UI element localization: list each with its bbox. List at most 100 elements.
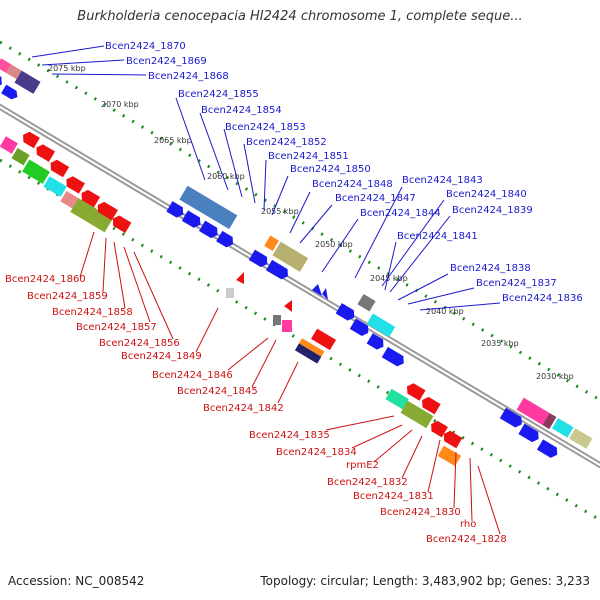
gene-label[interactable]: Bcen2424_1832 bbox=[327, 477, 408, 488]
gene-block[interactable] bbox=[11, 147, 30, 166]
gene-block[interactable] bbox=[60, 190, 79, 209]
gene-label[interactable]: Bcen2424_1849 bbox=[121, 351, 202, 362]
gene-label[interactable]: Bcen2424_1841 bbox=[397, 231, 478, 242]
gene-block[interactable] bbox=[0, 58, 12, 74]
gene-label[interactable]: Bcen2424_1830 bbox=[380, 507, 461, 518]
gene-block[interactable] bbox=[357, 293, 376, 312]
gene-arrow[interactable] bbox=[349, 318, 372, 339]
gene-label[interactable]: Bcen2424_1845 bbox=[177, 386, 258, 397]
gene-label[interactable]: Bcen2424_1844 bbox=[360, 208, 441, 219]
gene-block[interactable] bbox=[70, 198, 113, 233]
genome-summary-text: Topology: circular; Length: 3,483,902 bp… bbox=[260, 574, 590, 588]
gene-label[interactable]: Bcen2424_1851 bbox=[268, 151, 349, 162]
gene-block[interactable] bbox=[0, 136, 18, 154]
gene-label[interactable]: Bcen2424_1870 bbox=[105, 41, 186, 52]
gene-arrow[interactable] bbox=[312, 284, 322, 296]
gene-label[interactable]: Bcen2424_1835 bbox=[249, 430, 330, 441]
gene-arrow[interactable] bbox=[381, 346, 407, 369]
gene-block[interactable] bbox=[542, 412, 557, 430]
gene-arrow[interactable] bbox=[48, 158, 70, 178]
gene-arrow[interactable] bbox=[441, 429, 463, 449]
gene-label[interactable]: Bcen2424_1840 bbox=[446, 189, 527, 200]
gene-block[interactable] bbox=[272, 241, 309, 272]
gene-arrow[interactable] bbox=[404, 381, 426, 401]
gene-block[interactable] bbox=[551, 418, 574, 438]
gene-arrow[interactable] bbox=[284, 300, 292, 312]
gene-arrow[interactable] bbox=[335, 303, 358, 323]
gene-block[interactable] bbox=[400, 400, 434, 429]
gene-arrow[interactable] bbox=[20, 130, 40, 149]
gene-arrow[interactable] bbox=[322, 288, 328, 300]
gene-label[interactable]: Bcen2424_1859 bbox=[27, 291, 108, 302]
gene-label[interactable]: Bcen2424_1839 bbox=[452, 205, 533, 216]
map-title: Burkholderia cenocepacia HI2424 chromoso… bbox=[77, 9, 523, 24]
gene-arrow[interactable] bbox=[1, 84, 20, 102]
gene-arrow[interactable] bbox=[33, 142, 56, 162]
gene-arrow[interactable] bbox=[95, 200, 118, 221]
gene-arrow[interactable] bbox=[419, 395, 441, 415]
gene-block[interactable] bbox=[299, 338, 325, 357]
scale-labels: 2075 kbp 2070 kbp 2065 kbp 2060 kbp 2055… bbox=[48, 64, 574, 381]
gene-label[interactable]: Bcen2424_1834 bbox=[276, 447, 357, 458]
gene-arrow[interactable] bbox=[63, 174, 85, 194]
gene-block[interactable] bbox=[6, 64, 22, 80]
gene-label[interactable]: Bcen2424_1846 bbox=[152, 370, 233, 381]
gene-arrow[interactable] bbox=[199, 220, 221, 241]
gene-label[interactable]: Bcen2424_1860 bbox=[5, 274, 86, 285]
gene-block[interactable] bbox=[385, 388, 409, 410]
gene-arrow[interactable] bbox=[166, 201, 186, 220]
gene-label[interactable]: Bcen2424_1838 bbox=[450, 263, 531, 274]
gene-label[interactable]: Bcen2424_1853 bbox=[225, 122, 306, 133]
gene-label[interactable]: Bcen2424_1831 bbox=[353, 491, 434, 502]
gene-arrow[interactable] bbox=[248, 249, 271, 270]
gene-block[interactable] bbox=[226, 288, 234, 298]
gene-arrow[interactable] bbox=[181, 210, 204, 230]
gene-block[interactable] bbox=[366, 313, 396, 338]
gene-arrow[interactable] bbox=[499, 407, 525, 430]
gene-label[interactable]: Bcen2424_1852 bbox=[246, 137, 327, 148]
gene-block[interactable] bbox=[569, 428, 593, 449]
gene-arrow[interactable] bbox=[216, 230, 236, 250]
gene-label[interactable]: Bcen2424_1856 bbox=[99, 338, 180, 349]
gene-label[interactable]: Bcen2424_1836 bbox=[502, 293, 583, 304]
gene-arrow[interactable] bbox=[428, 419, 448, 438]
gene-label[interactable]: Bcen2424_1857 bbox=[76, 322, 157, 333]
gene-label[interactable]: Bcen2424_1850 bbox=[290, 164, 371, 175]
gene-label[interactable]: Bcen2424_1858 bbox=[52, 307, 133, 318]
scale-label: 2040 kbp bbox=[426, 307, 464, 316]
gene-block[interactable] bbox=[43, 176, 67, 197]
gene-label[interactable]: Bcen2424_1837 bbox=[476, 278, 557, 289]
gene-block[interactable] bbox=[294, 343, 322, 364]
gene-label[interactable]: Bcen2424_1868 bbox=[148, 71, 229, 82]
gene-arrow[interactable] bbox=[536, 439, 560, 460]
gene-arrow[interactable] bbox=[110, 213, 132, 233]
gene-label[interactable]: Bcen2424_1828 bbox=[426, 534, 507, 545]
gene-arrow[interactable] bbox=[366, 333, 387, 352]
gene-label[interactable]: Bcen2424_1842 bbox=[203, 403, 284, 414]
gene-block[interactable] bbox=[14, 70, 41, 94]
gene-block[interactable] bbox=[437, 445, 462, 467]
gene-block[interactable] bbox=[282, 320, 292, 332]
reverse-features bbox=[0, 130, 463, 467]
gene-block[interactable] bbox=[264, 235, 279, 251]
gene-arrow[interactable] bbox=[0, 72, 5, 89]
gene-label[interactable]: Bcen2424_1855 bbox=[178, 89, 259, 100]
gene-arrow[interactable] bbox=[78, 188, 101, 208]
gene-label[interactable]: Bcen2424_1854 bbox=[201, 105, 282, 116]
gene-label[interactable]: Bcen2424_1847 bbox=[335, 193, 416, 204]
gene-arrow[interactable] bbox=[265, 259, 291, 282]
gene-arrow[interactable] bbox=[236, 272, 244, 284]
reverse-leader-lines bbox=[79, 231, 501, 535]
gene-label[interactable]: Bcen2424_1869 bbox=[126, 56, 207, 67]
gene-label[interactable]: rho bbox=[460, 519, 476, 530]
gene-label[interactable]: Bcen2424_1848 bbox=[312, 179, 393, 190]
gene-arrow[interactable] bbox=[518, 423, 541, 445]
gene-block[interactable] bbox=[516, 397, 550, 425]
gene-block[interactable] bbox=[179, 185, 238, 230]
gene-label[interactable]: rpmE2 bbox=[346, 460, 379, 471]
gene-block[interactable] bbox=[273, 315, 281, 325]
gene-label[interactable]: Bcen2424_1843 bbox=[402, 175, 483, 186]
gene-block[interactable] bbox=[22, 159, 50, 184]
gene-block[interactable] bbox=[311, 328, 337, 351]
